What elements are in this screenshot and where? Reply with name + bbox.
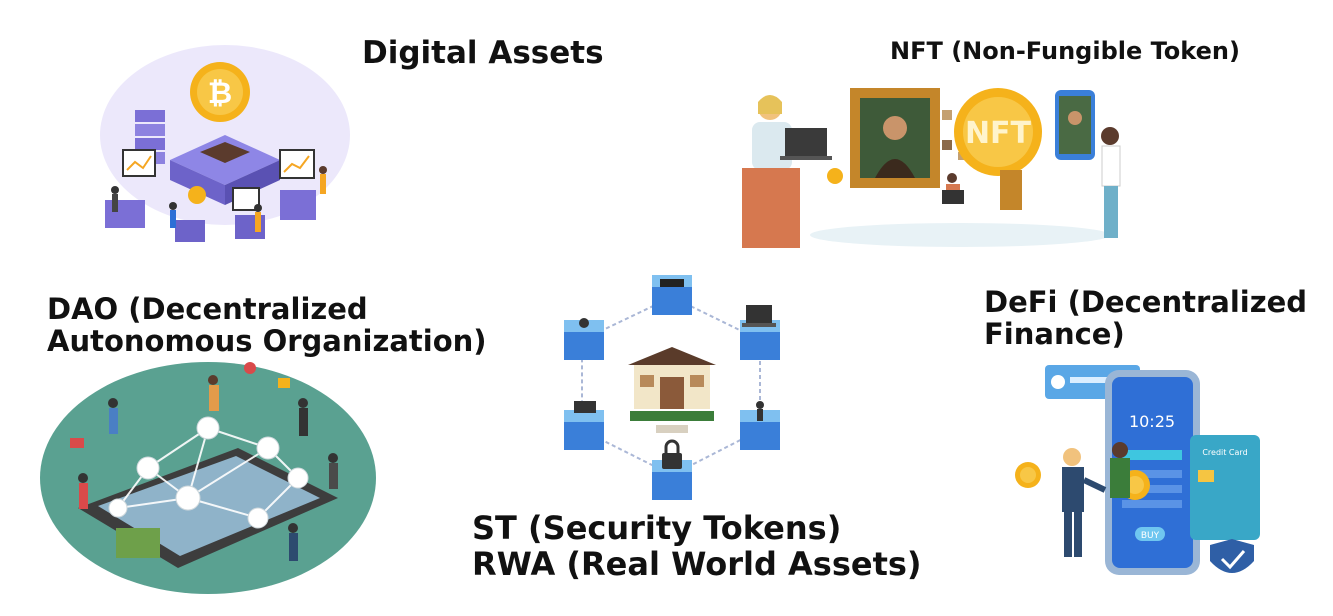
dao-title-line1: DAO (Decentralized xyxy=(47,292,368,326)
defi-illustration: 10:25 BUY Credit Card xyxy=(1010,355,1270,590)
dao-title-line2: Autonomous Organization) xyxy=(47,324,487,359)
laptop-icon xyxy=(742,305,776,327)
st-line: ST (Security Tokens) xyxy=(472,509,842,547)
server-stack-icon xyxy=(135,110,165,164)
svg-text:10:25: 10:25 xyxy=(1129,412,1175,431)
st-rwa-title: ST (Security Tokens) RWA (Real World Ass… xyxy=(472,509,922,583)
defi-title-line2: Finance) xyxy=(984,317,1125,352)
st-rwa-illustration xyxy=(560,265,785,510)
digital-assets-illustration: ₿ xyxy=(95,30,355,255)
digital-assets-title: Digital Assets xyxy=(362,35,604,71)
laptop-icon xyxy=(780,128,832,160)
svg-text:NFT: NFT xyxy=(965,116,1032,151)
rwa-line: RWA (Real World Assets) xyxy=(472,544,922,583)
defi-title-line1: DeFi (Decentralized xyxy=(984,285,1308,319)
shield-check-icon xyxy=(1210,539,1254,573)
bitcoin-icon: ₿ xyxy=(190,62,250,122)
svg-text:₿: ₿ xyxy=(208,76,232,111)
user-node-icon xyxy=(108,416,309,529)
lock-icon xyxy=(662,439,682,469)
svg-text:BUY: BUY xyxy=(1141,531,1160,541)
svg-text:Credit Card: Credit Card xyxy=(1202,448,1247,457)
nft-coin-icon: NFT xyxy=(954,88,1042,176)
nft-title: NFT (Non-Fungible Token) xyxy=(890,37,1240,65)
dao-illustration xyxy=(38,358,378,596)
dao-title: DAO (Decentralized Autonomous Organizati… xyxy=(47,293,487,358)
credit-card-icon: Credit Card xyxy=(1190,435,1260,540)
nft-illustration: NFT xyxy=(730,80,1150,255)
house-icon xyxy=(628,347,716,433)
defi-title: DeFi (Decentralized Finance) xyxy=(984,286,1307,351)
